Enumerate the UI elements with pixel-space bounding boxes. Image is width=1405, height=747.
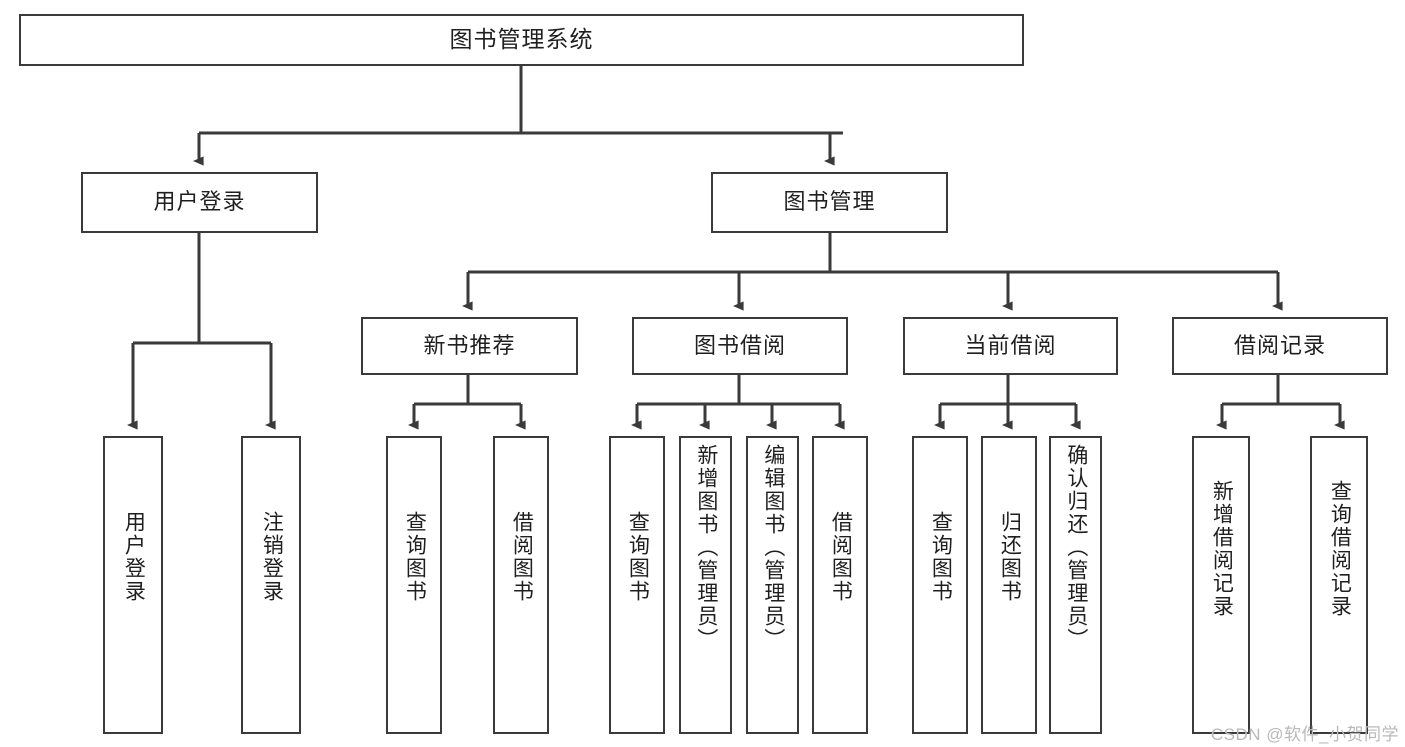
node-label: 新增图书（管理员） [694, 444, 718, 651]
node-book-management[interactable]: 图书管理 [711, 172, 948, 233]
node-leaf-borrow-book-recommend[interactable]: 借阅图书 [493, 436, 549, 734]
node-label: 归还图书 [998, 511, 1022, 603]
node-current-borrow[interactable]: 当前借阅 [903, 317, 1118, 375]
node-borrow-record[interactable]: 借阅记录 [1172, 317, 1388, 375]
node-label: 新增借阅记录 [1210, 480, 1234, 618]
node-label: 编辑图书（管理员） [761, 444, 785, 651]
node-label: 确认归还（管理员） [1064, 444, 1088, 651]
node-leaf-query-borrow-record[interactable]: 查询借阅记录 [1310, 436, 1368, 734]
node-new-book-recommend[interactable]: 新书推荐 [361, 317, 578, 375]
node-leaf-query-book-current[interactable]: 查询图书 [912, 436, 968, 734]
node-label: 借阅图书 [510, 511, 534, 603]
node-leaf-borrow-book[interactable]: 借阅图书 [812, 436, 868, 734]
node-label: 用户登录 [122, 511, 146, 603]
node-label: 注销登录 [260, 511, 284, 603]
node-label: 新书推荐 [423, 332, 516, 358]
node-label: 查询图书 [626, 511, 650, 603]
node-label: 查询借阅记录 [1328, 480, 1352, 618]
node-leaf-return-book[interactable]: 归还图书 [981, 436, 1037, 734]
node-label: 借阅图书 [829, 511, 853, 603]
node-leaf-logout-login[interactable]: 注销登录 [241, 436, 301, 734]
node-leaf-add-borrow-record[interactable]: 新增借阅记录 [1192, 436, 1250, 734]
node-user-login[interactable]: 用户登录 [81, 172, 318, 233]
node-label: 图书借阅 [693, 332, 786, 358]
node-label: 图书管理系统 [449, 26, 594, 53]
node-label: 用户登录 [153, 189, 246, 215]
csdn-watermark: CSDN @软件_小贺同学 [1210, 725, 1399, 744]
node-label: 当前借阅 [964, 332, 1057, 358]
node-leaf-user-login[interactable]: 用户登录 [103, 436, 163, 734]
node-book-borrow[interactable]: 图书借阅 [632, 317, 848, 375]
node-label: 查询图书 [929, 511, 953, 603]
node-leaf-query-book-borrow[interactable]: 查询图书 [609, 436, 665, 734]
node-leaf-query-book-recommend[interactable]: 查询图书 [386, 436, 442, 734]
node-label: 借阅记录 [1233, 332, 1326, 358]
node-label: 图书管理 [783, 189, 876, 215]
node-label: 查询图书 [403, 511, 427, 603]
node-leaf-edit-book[interactable]: 编辑图书（管理员） [746, 436, 799, 734]
node-leaf-add-book[interactable]: 新增图书（管理员） [679, 436, 732, 734]
node-book-management-system[interactable]: 图书管理系统 [19, 14, 1024, 66]
node-leaf-confirm-return[interactable]: 确认归还（管理员） [1049, 436, 1102, 734]
